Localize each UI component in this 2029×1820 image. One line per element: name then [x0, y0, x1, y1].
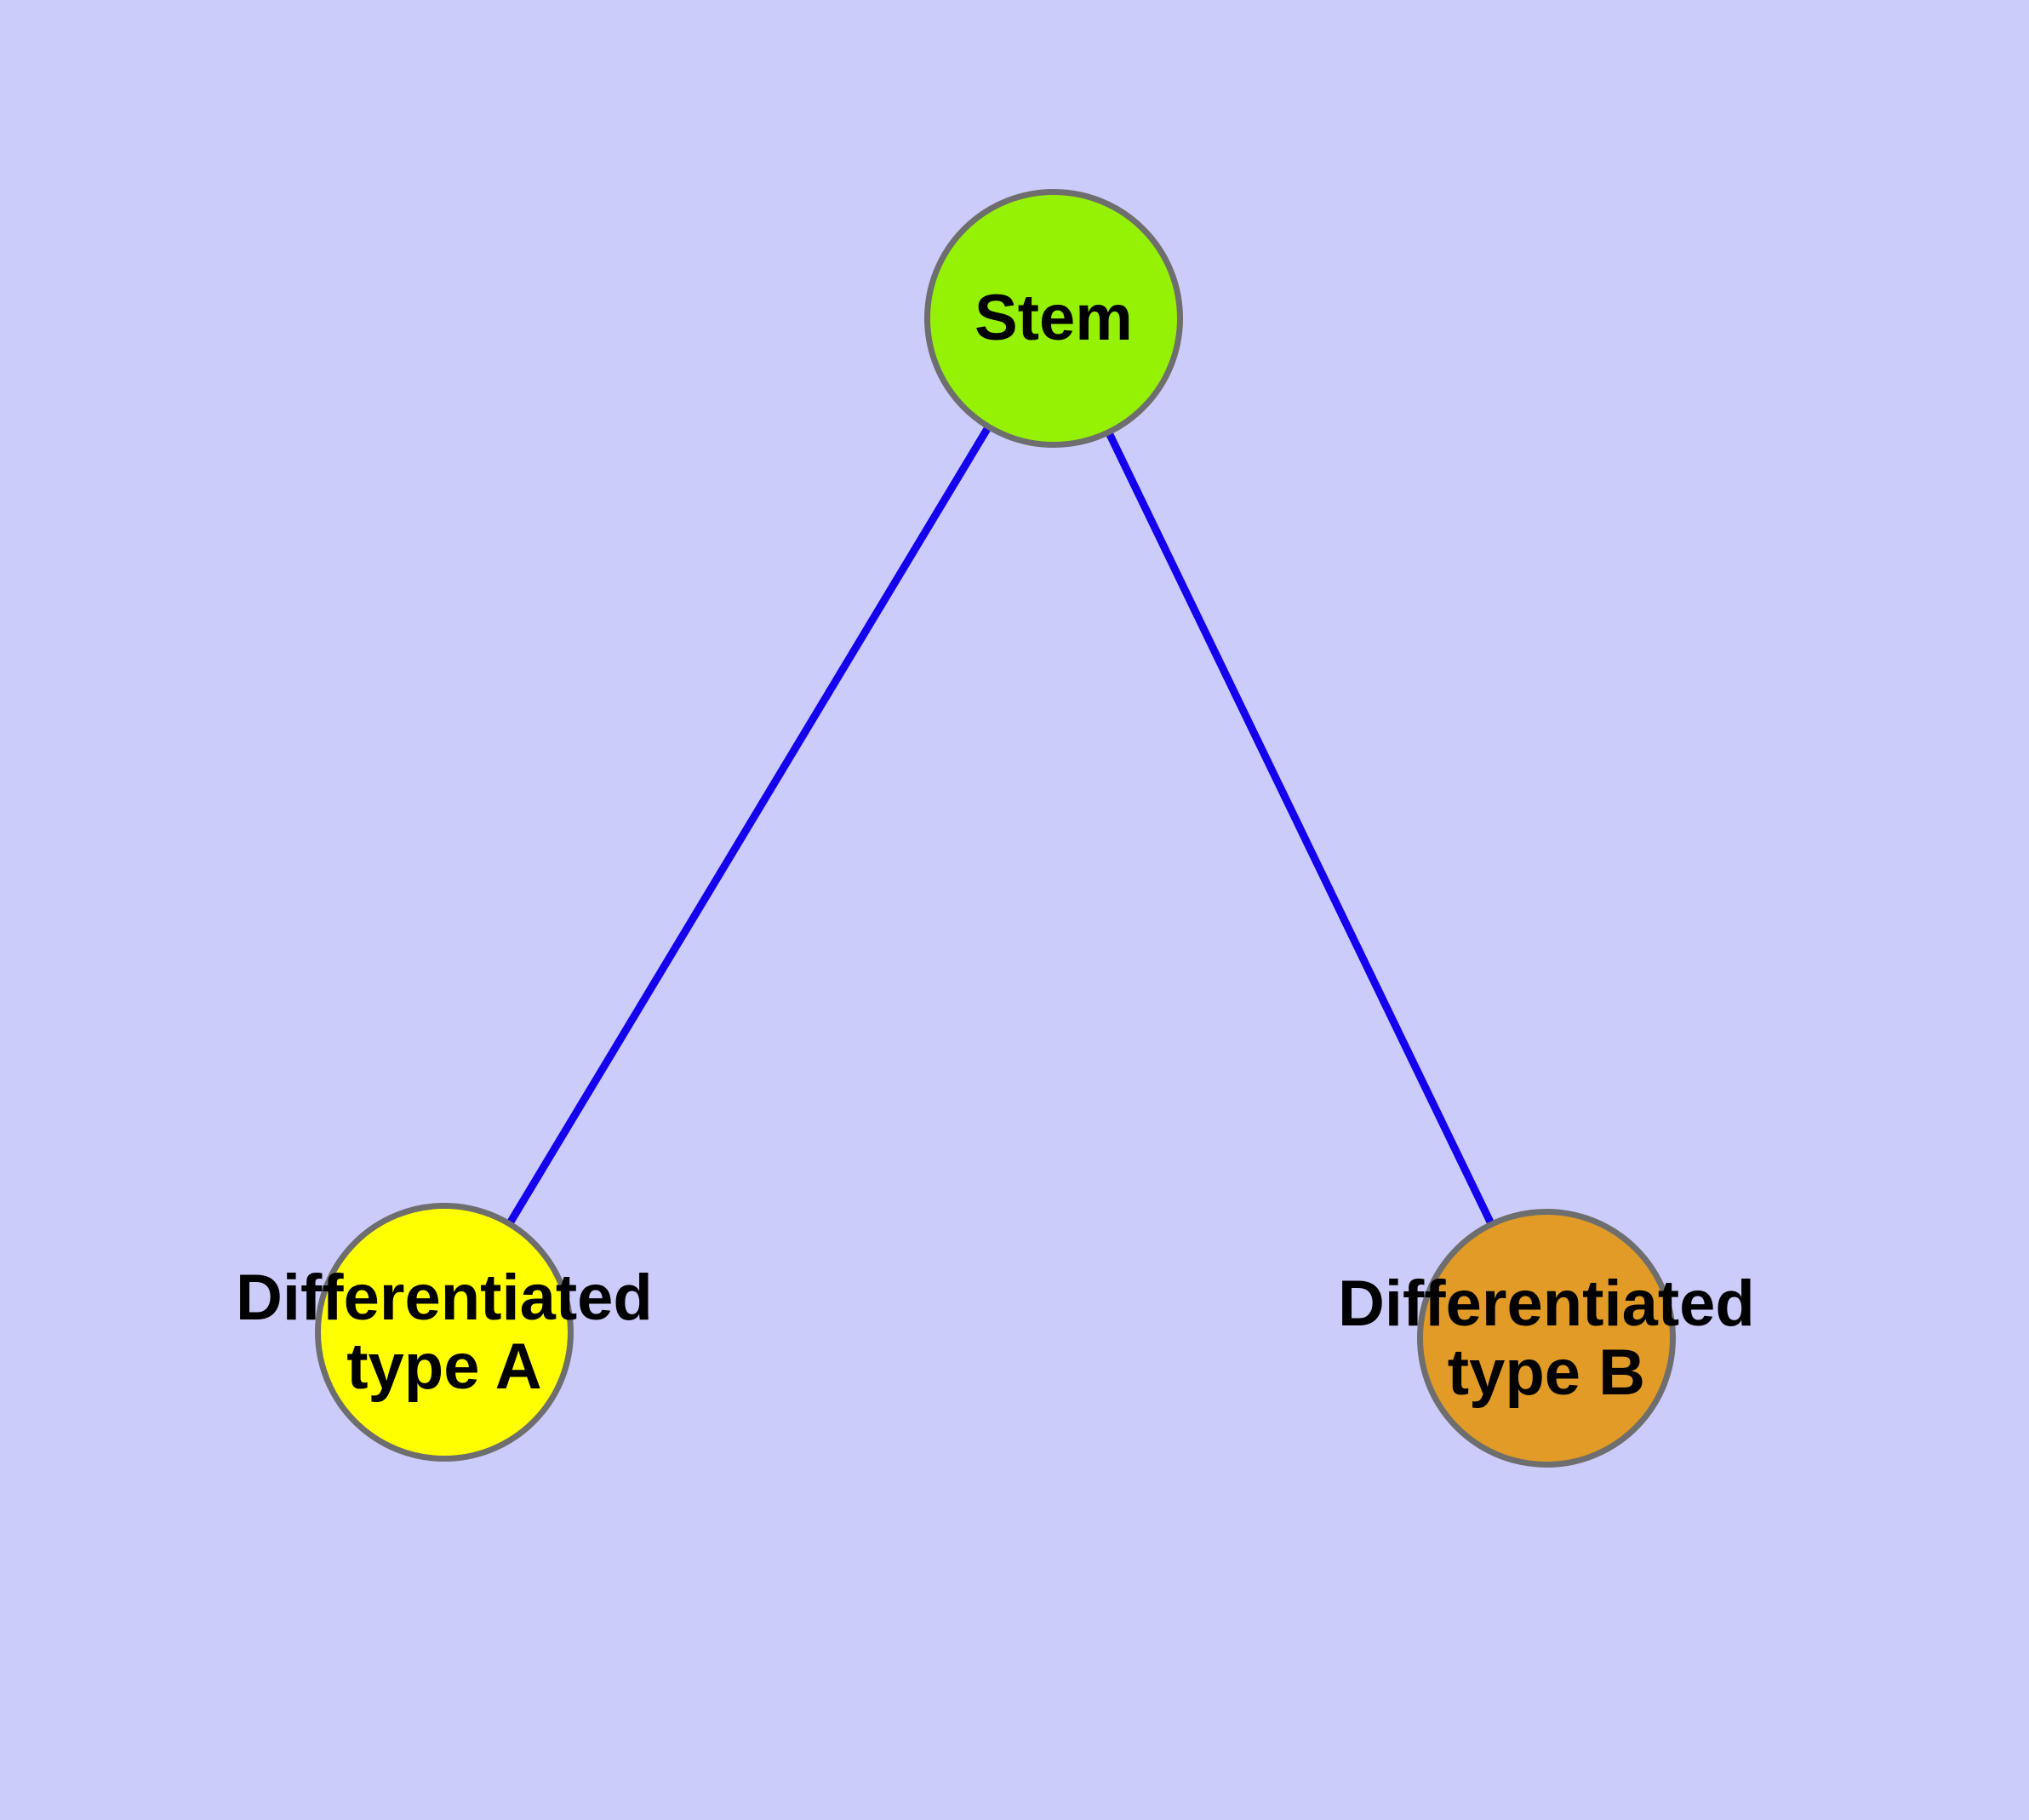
graph-node-diff_b[interactable]: [1417, 1209, 1676, 1468]
graph-node-stem[interactable]: [924, 189, 1183, 448]
graph-edge-stem-to-b[interactable]: [1106, 432, 1495, 1225]
graph-node-diff_a[interactable]: [315, 1203, 574, 1462]
graph-edge-stem-to-a[interactable]: [506, 426, 992, 1225]
